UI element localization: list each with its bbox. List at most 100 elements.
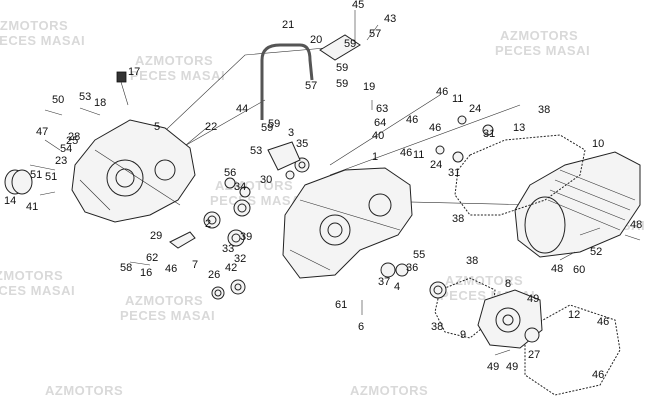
part-number-label: 51 [30, 169, 42, 181]
part-number-label: 54 [60, 143, 72, 155]
part-number-label: 18 [94, 97, 106, 109]
part-number-label: 44 [236, 103, 248, 115]
part-number-label: 50 [52, 94, 64, 106]
part-number-label: 35 [296, 138, 308, 150]
part-number-label: 16 [140, 267, 152, 279]
watermark-text: PECES MASAI [495, 43, 590, 58]
small-plate [267, 141, 301, 171]
part-number-label: 59 [336, 78, 348, 90]
part-number-label: 38 [431, 321, 443, 333]
part-number-label: 31 [483, 128, 495, 140]
part-number-label: 51 [45, 171, 57, 183]
watermark-text: AZMOTORS [0, 268, 63, 283]
part-number-label: 28 [68, 131, 80, 143]
part-number-label: 24 [430, 159, 442, 171]
part-number-label: 25 [66, 135, 78, 147]
watermark-text: PECES MASAI [210, 193, 305, 208]
part-number-label: 53 [79, 91, 91, 103]
part-number-label: 14 [4, 195, 16, 207]
part-number-label: 39 [240, 231, 252, 243]
part-number-label: 24 [469, 103, 481, 115]
part-number-label: 64 [374, 117, 386, 129]
part-number-label: 27 [528, 349, 540, 361]
part-number-label: 56 [224, 167, 236, 179]
watermark-text: PECES MASAI [130, 68, 225, 83]
part-number-label: 57 [305, 80, 317, 92]
part-number-label: 11 [413, 149, 424, 161]
part-number-label: 21 [282, 19, 294, 31]
part-number-label: 47 [36, 126, 48, 138]
watermark-text: PECES MASAI [120, 308, 215, 323]
part-number-label: 49 [527, 293, 539, 305]
part-number-label: 49 [506, 361, 518, 373]
part-number-label: 30 [260, 174, 272, 186]
part-number-label: 62 [146, 252, 158, 264]
part-number-label: 33 [222, 243, 234, 255]
part-number-label: 3 [288, 127, 294, 139]
part-number-label: 1 [372, 151, 378, 163]
watermark-text: AZMOTORS [45, 383, 123, 398]
oil-filter [4, 169, 33, 195]
part-number-label: 19 [363, 81, 375, 93]
part-number-label: 42 [225, 262, 237, 274]
part-number-label: 7 [192, 259, 198, 271]
part-number-label: 52 [590, 246, 602, 258]
part-number-label: 13 [513, 122, 525, 134]
dipstick [116, 71, 129, 106]
bearings [203, 115, 540, 343]
part-number-label: 59 [344, 38, 356, 50]
right-crankcase [282, 167, 413, 279]
part-number-label: 58 [120, 262, 132, 274]
part-number-label: 53 [250, 145, 262, 157]
part-number-label: 46 [400, 147, 412, 159]
part-number-label: 59 [336, 62, 348, 74]
part-number-label: 46 [406, 114, 418, 126]
part-number-label: 20 [310, 34, 322, 46]
part-number-label: 60 [573, 264, 585, 276]
part-number-label: 63 [376, 103, 388, 115]
watermark-text: PECES MASAI [0, 33, 85, 48]
part-number-label: 59 [261, 122, 273, 134]
small-gasket [434, 277, 496, 339]
watermark-text: AZMOTORS [125, 293, 203, 308]
part-number-label: 2 [205, 218, 211, 230]
part-number-label: 48 [630, 219, 642, 231]
breather-tube [260, 43, 314, 120]
clutch-cover [514, 151, 641, 258]
part-number-label: 23 [55, 155, 67, 167]
part-number-label: 17 [128, 66, 140, 78]
part-number-label: 26 [208, 269, 220, 281]
part-number-label: 34 [234, 181, 246, 193]
watermark-text: AZMOTORS [500, 28, 578, 43]
part-number-label: 6 [358, 321, 364, 333]
side-gasket [524, 304, 621, 396]
part-number-label: 8 [505, 278, 511, 290]
bracket [319, 34, 361, 61]
part-number-label: 46 [597, 316, 609, 328]
part-number-label: 5 [154, 121, 160, 133]
part-number-label: 31 [448, 167, 460, 179]
watermark-text: PECES MASAI [0, 283, 75, 298]
part-number-label: 46 [429, 122, 441, 134]
part-number-label: 59 [268, 118, 280, 130]
part-number-label: 22 [205, 121, 217, 133]
part-number-label: 46 [592, 369, 604, 381]
watermark-text: AZMOTORS [350, 383, 428, 398]
part-number-label: 43 [384, 13, 396, 25]
bolts [29, 10, 641, 356]
part-number-label: 45 [352, 0, 364, 11]
watermark-text: AZMOTORS [445, 273, 523, 288]
part-number-label: 41 [26, 201, 38, 213]
part-number-label: 38 [452, 213, 464, 225]
part-number-label: 38 [538, 104, 550, 116]
part-number-label: 12 [568, 309, 580, 321]
part-number-label: 37 [378, 276, 390, 288]
part-number-label: 46 [165, 263, 177, 275]
part-number-label: 46 [436, 86, 448, 98]
part-number-label: 48 [551, 263, 563, 275]
watermark-text: AZMOTORS [135, 53, 213, 68]
part-number-label: 32 [234, 253, 246, 265]
part-number-label: 11 [452, 93, 463, 105]
part-number-label: 57 [369, 28, 381, 40]
shift-lever [169, 231, 196, 249]
